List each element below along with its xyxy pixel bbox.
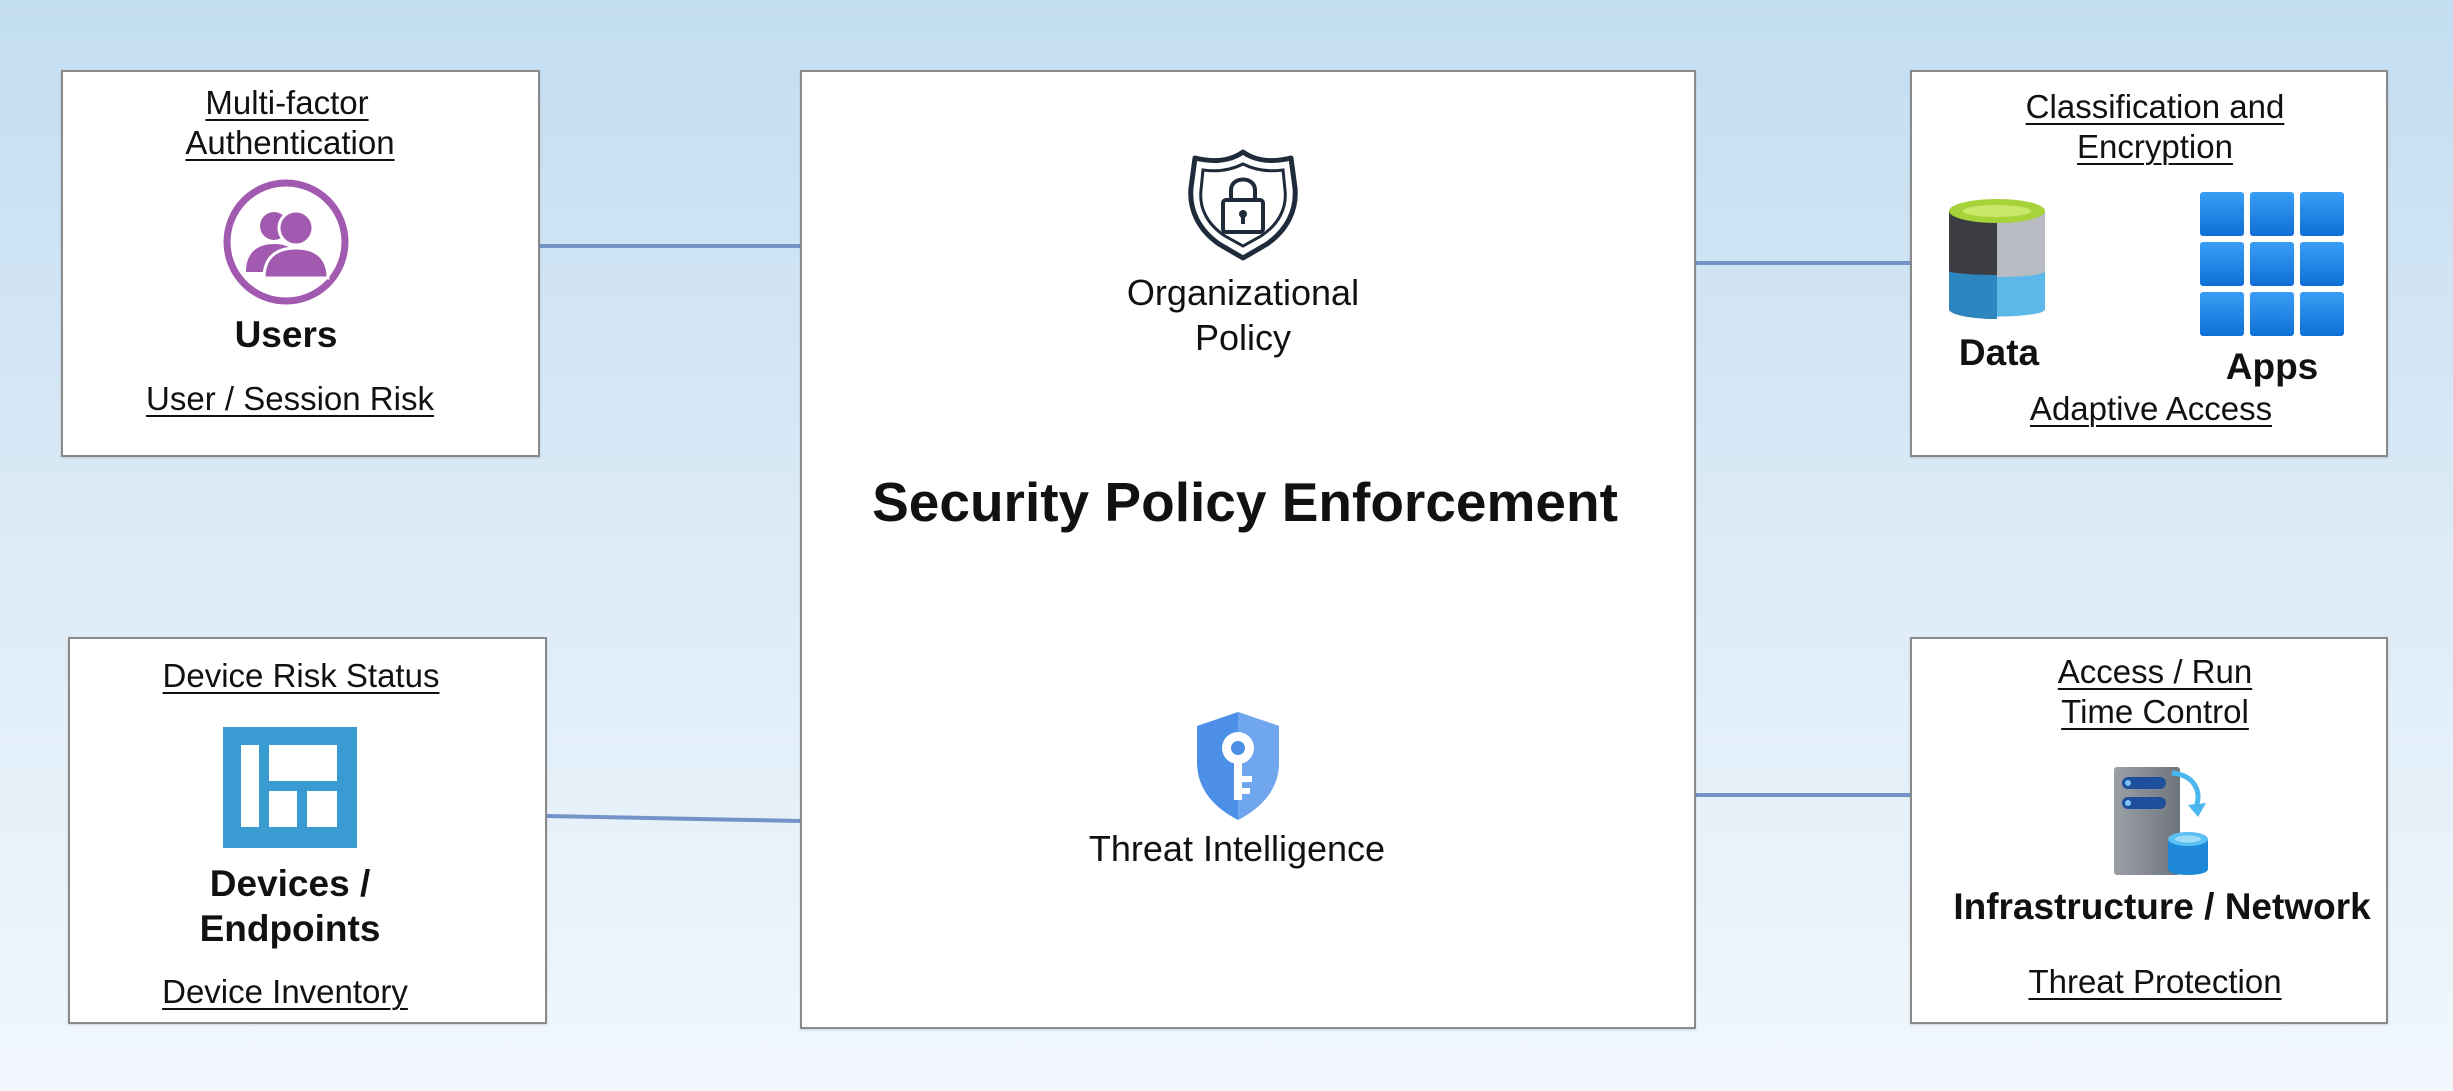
data-label: Data bbox=[1958, 332, 2040, 373]
shield-lock-icon bbox=[1188, 149, 1298, 261]
server-icon bbox=[2114, 767, 2208, 875]
policy-label-line2: Policy bbox=[1194, 317, 1292, 358]
app-grid-icon bbox=[2200, 192, 2344, 336]
devices-box: Device Risk Status Devices / Endpoints D… bbox=[68, 637, 547, 1024]
data-apps-box: Classification and Encryption Data Ap bbox=[1910, 70, 2388, 457]
shield-key-icon bbox=[1197, 712, 1279, 820]
devices-header: Device Risk Status bbox=[162, 657, 440, 694]
data-apps-header-line2: Encryption bbox=[2077, 128, 2233, 165]
devices-label-line2: Endpoints bbox=[199, 908, 381, 949]
infra-header-line1: Access / Run bbox=[2057, 653, 2253, 690]
apps-label: Apps bbox=[2225, 346, 2319, 387]
policy-label-line1: Organizational bbox=[1126, 272, 1360, 313]
data-apps-header-line1: Classification and bbox=[2025, 88, 2285, 125]
dashboard-icon bbox=[223, 727, 357, 848]
users-box: Multi-factor Authentication Users User /… bbox=[61, 70, 540, 457]
connector-devices-center bbox=[546, 814, 804, 823]
data-apps-footer: Adaptive Access bbox=[2029, 390, 2273, 427]
infra-box: Access / Run Time Control Infrastructure… bbox=[1910, 637, 2388, 1024]
devices-footer: Device Inventory bbox=[162, 973, 408, 1010]
users-header-line2: Authentication bbox=[185, 124, 395, 161]
users-label: Users bbox=[234, 314, 338, 355]
database-icon bbox=[1949, 199, 2045, 319]
infra-label: Infrastructure / Network bbox=[1953, 886, 2371, 927]
users-footer: User / Session Risk bbox=[146, 380, 434, 417]
security-policy-box: Organizational Policy Security Policy En… bbox=[800, 70, 1696, 1029]
center-title: Security Policy Enforcement bbox=[872, 471, 1618, 533]
devices-label-line1: Devices / bbox=[209, 863, 371, 904]
infra-header-line2: Time Control bbox=[2061, 693, 2249, 730]
threat-label: Threat Intelligence bbox=[1088, 828, 1386, 869]
users-header-line1: Multi-factor bbox=[205, 84, 369, 121]
users-icon bbox=[223, 179, 349, 305]
infra-footer: Threat Protection bbox=[2028, 963, 2282, 1000]
